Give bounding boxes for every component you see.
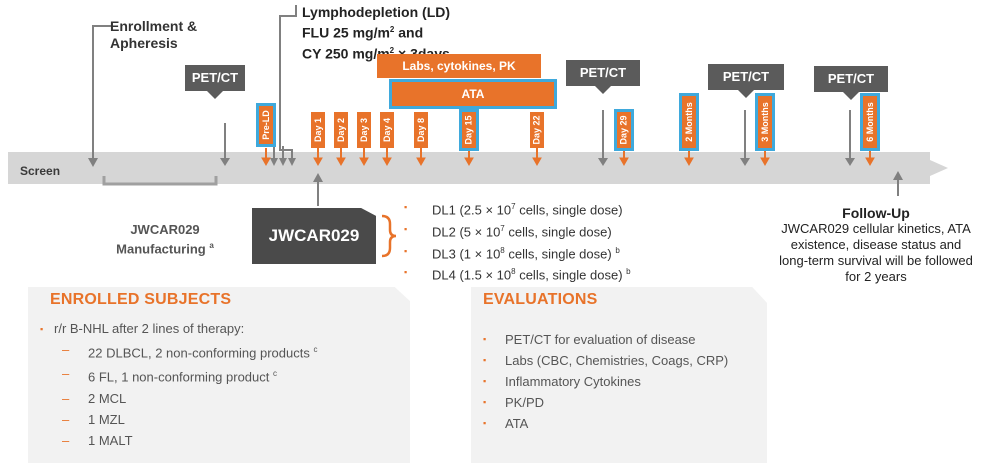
ld-connector [279,5,297,160]
enrollment-connector [92,25,112,160]
ld-line1: Lymphodepletion (LD) [302,4,451,20]
list-item: ▪Labs (CBC, Chemistries, Coags, CRP) [483,353,729,368]
dose-brace [381,214,397,258]
labs-bar: Labs, cytokines, PK [377,54,541,78]
dose-level-item: ▪DL4 (1.5 × 108 cells, single dose) b [404,267,631,283]
list-item: ▪PK/PD [483,395,545,410]
ld-line2: FLU 25 mg/m2 and [302,24,424,41]
visit-3-months: 3 Months [755,93,775,151]
visit-day-4: Day 4 [380,112,394,148]
visit-day-8: Day 8 [414,112,428,148]
visit-day-1: Day 1 [311,112,325,148]
enrolled-subjects-title: ENROLLED SUBJECTS [50,291,232,308]
dose-level-item: ▪DL1 (2.5 × 107 cells, single dose) [404,202,623,218]
visit-day-15: Day 15 [459,109,479,151]
enrollment-label: Enrollment & Apheresis [110,18,197,52]
list-item: ▪ATA [483,416,529,431]
visit-day-2: Day 2 [334,112,348,148]
dose-level-item: ▪DL3 (1 × 108 cells, single dose) b [404,245,620,261]
list-item: –22 DLBCL, 2 non-conforming products c [62,342,318,361]
manufacturing-brace [102,176,218,186]
manufacturing-label: JWCAR029 Manufacturing a [116,222,214,257]
dose-level-list: ▪DL1 (2.5 × 107 cells, single dose) ▪DL2… [404,198,631,285]
petct-box-3: PET/CT [708,64,784,98]
visit-day-29: Day 29 [614,109,634,151]
list-item: –2 MCL [62,390,127,406]
follow-up-block: Follow-Up JWCAR029 cellular kinetics, AT… [776,205,976,285]
dose-level-item: ▪DL2 (5 × 107 cells, single dose) [404,223,612,240]
visit-day-22: Day 22 [530,112,544,148]
visit-pre-ld: Pre-LD [256,103,276,147]
evaluations-panel: EVALUATIONS ▪PET/CT for evaluation of di… [471,287,767,463]
visit-6-months: 6 Months [860,93,880,151]
timeline-arrow [8,152,948,184]
visit-2-months: 2 Months [679,93,699,151]
follow-up-text: JWCAR029 cellular kinetics, ATA existenc… [779,221,973,284]
list-item: ▪PET/CT for evaluation of disease [483,332,696,347]
visit-day-3: Day 3 [357,112,371,148]
enrollment-line1: Enrollment & [110,18,198,34]
list-item: –6 FL, 1 non-conforming product c [62,366,278,385]
enrolled-main-item: ▪r/r B-NHL after 2 lines of therapy: [40,321,245,336]
list-item: ▪Inflammatory Cytokines [483,374,641,389]
petct-box-1: PET/CT [185,65,245,99]
enrolled-subjects-panel: ENROLLED SUBJECTS ▪r/r B-NHL after 2 lin… [28,287,410,463]
petct-box-2: PET/CT [566,60,640,94]
evaluations-title: EVALUATIONS [483,291,598,308]
petct-box-4: PET/CT [814,66,888,100]
list-item: –1 MZL [62,411,125,427]
product-box: JWCAR029 [252,208,376,264]
enrollment-line2: Apheresis [110,35,178,51]
screen-label: Screen [20,164,61,178]
list-item: –1 MALT [62,432,133,448]
follow-up-title: Follow-Up [842,205,910,221]
ata-bar: ATA [389,79,557,109]
